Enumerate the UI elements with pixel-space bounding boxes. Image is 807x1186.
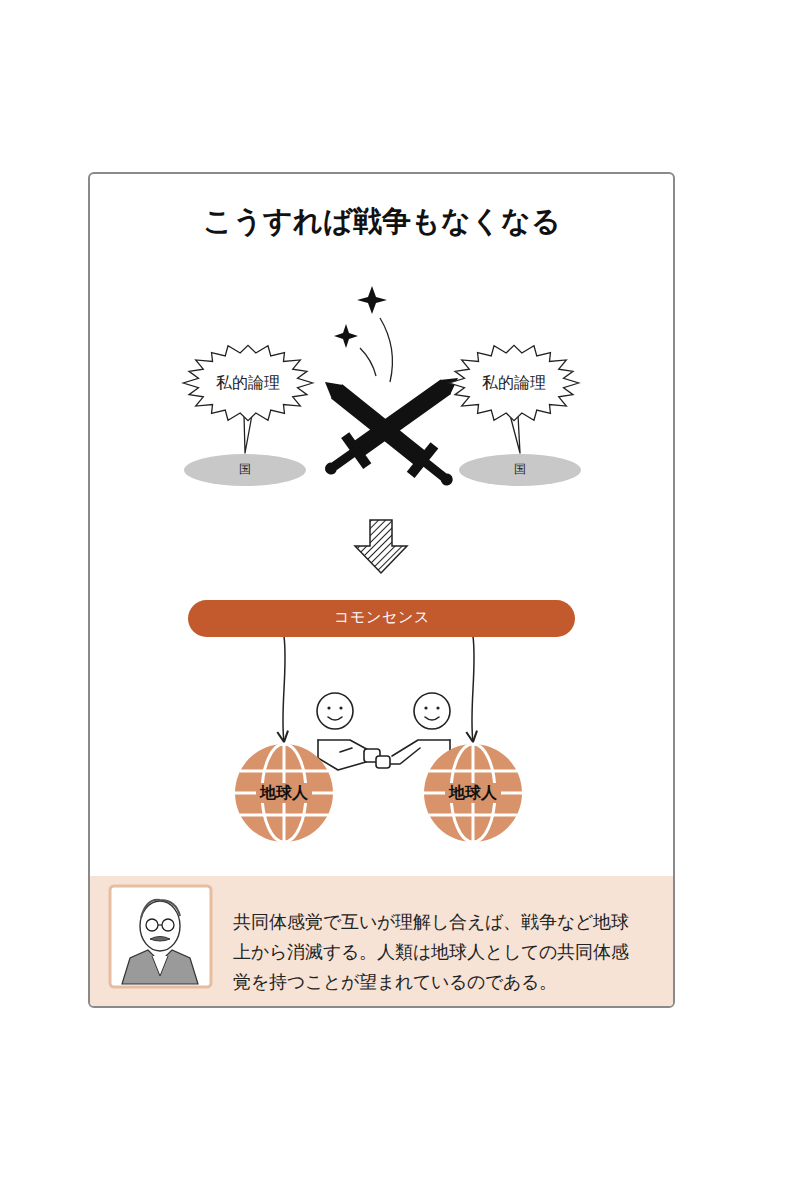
text-group: コモンセンス (334, 608, 430, 628)
down-arrow (355, 520, 407, 573)
speech-tail (510, 415, 520, 453)
globe-node: 地球人 (423, 743, 523, 843)
globe-grid (235, 744, 333, 842)
globe-shape (235, 744, 333, 842)
text-group: 私的論理 (482, 373, 546, 394)
burst-shape (449, 345, 578, 420)
node-label: 国 (239, 462, 251, 478)
text-group: 地球人 (445, 783, 501, 804)
globe-node: 地球人 (234, 743, 334, 843)
motion-line (360, 318, 392, 382)
connector-arrow (472, 637, 474, 743)
speech-burst: 私的論理 (448, 343, 580, 423)
diagram-title: こうすれば戦争もなくなる (88, 201, 675, 241)
sword (313, 367, 463, 498)
globe-shape (424, 744, 522, 842)
connector-arrow (283, 637, 285, 743)
node-label: 私的論理 (482, 373, 546, 394)
caption-text: 共同体感覚で互いが理解し合えば、戦争など地球上から消滅する。人類は地球人としての… (233, 907, 643, 997)
sword (315, 363, 469, 488)
globe-label: 地球人 (256, 783, 312, 804)
portrait (110, 886, 211, 987)
text-group: 国 (239, 462, 251, 478)
country-ellipse: 国 (459, 454, 581, 486)
globe-grid (424, 744, 522, 842)
ellipse-shape (184, 454, 306, 486)
node-label: 私的論理 (216, 373, 280, 394)
node-label: 国 (514, 462, 526, 478)
country-ellipse: 国 (184, 454, 306, 486)
text-group: 地球人 (256, 783, 312, 804)
text-group: 国 (514, 462, 526, 478)
text-group: 私的論理 (216, 373, 280, 394)
burst-shape (183, 345, 312, 420)
handshake-figures (317, 693, 450, 772)
commonsense-band: コモンセンス (188, 600, 575, 637)
band-label: コモンセンス (334, 608, 430, 628)
speech-burst: 私的論理 (182, 343, 314, 423)
sparkle (334, 286, 387, 348)
ellipse-shape (459, 454, 581, 486)
globe-label: 地球人 (445, 783, 501, 804)
